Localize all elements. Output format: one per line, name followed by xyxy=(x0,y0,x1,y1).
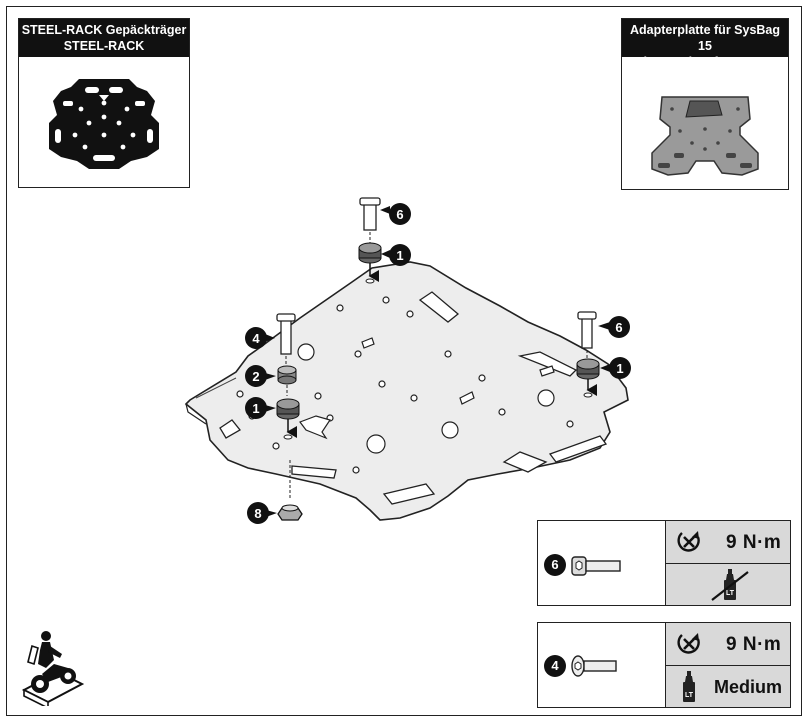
spec-right-panel: 9 N·m LT Medium xyxy=(665,623,790,707)
bolt-icon xyxy=(571,655,617,677)
spacer-left xyxy=(277,365,297,396)
torque-row: 9 N·m xyxy=(666,521,790,564)
torque-wrench-icon xyxy=(677,531,700,552)
spec-right-panel: 9 N·m LT xyxy=(665,521,790,605)
threadlocker-strength: Medium xyxy=(714,677,783,697)
screw-right xyxy=(577,311,597,358)
svg-text:1: 1 xyxy=(396,248,403,263)
rubber-left xyxy=(276,398,300,440)
torque-value: 9 N·m xyxy=(726,634,782,655)
screw-top xyxy=(359,197,381,246)
adapter-plate-inset: Adapterplatte für SysBag 15 Adapter plat… xyxy=(621,18,789,190)
callout-spacer-left: 2 xyxy=(245,365,276,387)
torque-row: 9 N·m xyxy=(666,623,790,666)
nut-bottom xyxy=(277,460,303,521)
rack-plate xyxy=(184,261,629,521)
steel-rack-illustration xyxy=(49,79,159,169)
svg-text:2: 2 xyxy=(252,369,259,384)
adapter-plate-title: Adapterplatte für SysBag 15 Adapter plat… xyxy=(622,19,788,85)
torque-value: 9 N·m xyxy=(726,532,782,553)
callout-rubber-right: 1 xyxy=(600,357,631,379)
mechanic-icon xyxy=(21,631,85,706)
svg-text:8: 8 xyxy=(254,506,261,521)
spec-box-part-6: 6 9 N·m LT xyxy=(537,520,791,606)
callout-rubber-top: 1 xyxy=(381,244,411,266)
drawing-frame xyxy=(6,6,802,716)
screw-icon xyxy=(571,556,621,576)
rubber-right xyxy=(576,358,600,398)
steel-rack-inset: STEEL-RACK Gepäckträger STEEL-RACK xyxy=(18,18,190,188)
svg-text:1: 1 xyxy=(616,361,623,376)
svg-text:6: 6 xyxy=(396,207,403,222)
spec-part-badge: 4 xyxy=(544,655,566,677)
adapter-plate-illustration xyxy=(651,96,759,176)
svg-text:4: 4 xyxy=(252,331,260,346)
svg-text:1: 1 xyxy=(252,401,259,416)
callout-rubber-left: 1 xyxy=(245,397,276,419)
spec-box-part-4: 4 9 N·m LT Medium xyxy=(537,622,791,708)
callout-screw-top: 6 xyxy=(380,203,411,225)
threadlocker-row: LT Medium xyxy=(666,666,790,707)
threadlocker-row: LT xyxy=(666,564,790,605)
spec-part-badge: 6 xyxy=(544,554,566,576)
torque-wrench-icon xyxy=(677,633,700,654)
svg-text:LT: LT xyxy=(685,692,694,699)
callout-screw-right: 6 xyxy=(598,316,630,338)
threadlocker-icon: LT xyxy=(683,671,695,702)
rubber-top xyxy=(358,242,382,284)
no-threadlocker-icon: LT xyxy=(711,569,749,601)
svg-text:LT: LT xyxy=(726,590,735,597)
bolt-left xyxy=(276,313,296,366)
callout-nut-bottom: 8 xyxy=(247,502,277,524)
callout-bolt-left: 4 xyxy=(245,327,275,349)
svg-text:6: 6 xyxy=(615,320,622,335)
steel-rack-title: STEEL-RACK Gepäckträger STEEL-RACK xyxy=(19,19,189,57)
